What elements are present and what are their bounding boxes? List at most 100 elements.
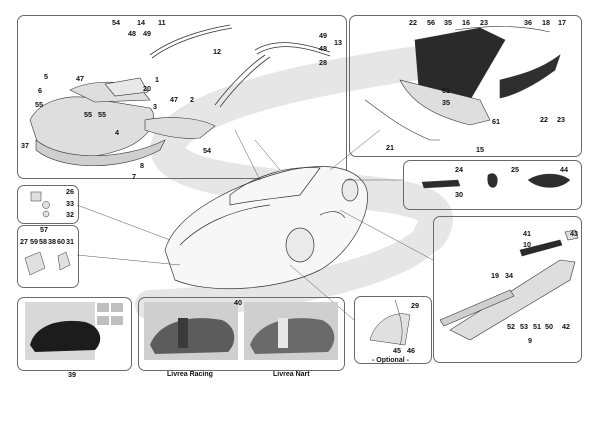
callout-badge-44: 44 — [560, 165, 568, 174]
photo-racing-stripe — [178, 318, 188, 348]
callout-front-6a: 6 — [38, 86, 42, 95]
car-body-outline — [164, 166, 368, 290]
callout-rear-21: 21 — [386, 143, 394, 152]
callout-front-47b: 47 — [170, 95, 178, 104]
panel-optional — [354, 296, 432, 364]
panel-sill — [433, 216, 582, 363]
callout-rear-16: 16 — [462, 18, 470, 27]
panel-front-upper-parts — [17, 15, 347, 179]
callout-optional-29: 29 — [411, 301, 419, 310]
optional-hood-panel — [369, 313, 411, 346]
callout-badge-30: 30 — [455, 190, 463, 199]
callout-clips-31: 31 — [66, 237, 74, 246]
callout-sill-10: 10 — [523, 240, 531, 249]
callout-front-11: 11 — [158, 18, 166, 27]
front-rear-undertray-drawing — [144, 117, 216, 139]
callout-photo-40: 40 — [234, 298, 242, 307]
clip-assembly-drawing — [24, 251, 46, 276]
callout-front-3: 3 — [153, 102, 157, 111]
callout-optional-45: 45 — [393, 346, 401, 355]
car-hood-line — [179, 204, 271, 246]
callout-rear-22a: 22 — [409, 18, 417, 27]
callout-optional-46: 46 — [407, 346, 415, 355]
car-front-wheel — [285, 227, 315, 263]
callout-small-33: 33 — [66, 199, 74, 208]
callout-front-2: 2 — [190, 95, 194, 104]
prancing-horse-badge — [487, 173, 498, 188]
front-lower-splitter-drawing — [35, 139, 166, 167]
callout-front-8: 8 — [140, 161, 144, 170]
front-center-duct-drawing — [104, 77, 149, 97]
callout-front-48: 48 — [128, 29, 136, 38]
photo-black-car — [25, 302, 123, 360]
a-pillar-trim-left — [214, 54, 266, 106]
callout-rear-23a: 23 — [480, 18, 488, 27]
callout-rear-61a: 61 — [442, 86, 450, 95]
callout-front-54a: 54 — [112, 18, 120, 27]
rear-cover-strip — [454, 26, 551, 33]
panel-clips — [17, 225, 79, 288]
small-grommet-drawing — [42, 210, 50, 218]
callout-rear-36: 36 — [524, 18, 532, 27]
car-central-drawing — [164, 166, 368, 290]
car-side-intake — [319, 211, 346, 219]
sill-assembly — [439, 229, 579, 341]
panel-small-parts — [17, 185, 79, 224]
sill-corner-piece — [564, 229, 579, 241]
leader-line-1 — [234, 129, 261, 181]
caption-livrea-racing: Livrea Racing — [167, 371, 213, 378]
speciale-logo-badge — [527, 173, 571, 188]
callout-front-47a: 47 — [76, 74, 84, 83]
car-windshield — [229, 167, 321, 206]
windscreen-trim-top — [149, 24, 231, 56]
callout-clips-58: 58 — [39, 237, 47, 246]
photo-nart-stripe — [278, 318, 288, 348]
rear-side-trim-drawing — [499, 54, 561, 99]
callout-small-26: 26 — [66, 187, 74, 196]
callout-badge-24: 24 — [455, 165, 463, 174]
callout-front-20: 20 — [143, 84, 151, 93]
callout-front-12: 12 — [213, 47, 221, 56]
callout-rear-17: 17 — [558, 18, 566, 27]
photo-black-thumb-1 — [97, 303, 109, 312]
caption-optional: - Optional - — [372, 357, 409, 364]
callout-sill-41: 41 — [523, 229, 531, 238]
photo-racing-car-body — [150, 318, 235, 354]
callout-rear-35a: 35 — [444, 18, 452, 27]
callout-sill-42: 42 — [562, 322, 570, 331]
panel-rear-upper-parts — [349, 15, 582, 157]
callout-front-55c: 55 — [98, 110, 106, 119]
leader-lines — [76, 129, 434, 321]
photo-nart-car-body — [250, 318, 335, 354]
callout-front-1: 1 — [155, 75, 159, 84]
callout-clips-59: 59 — [30, 237, 38, 246]
rear-script-badge — [421, 179, 461, 189]
callout-sill-34: 34 — [505, 271, 513, 280]
callout-sill-51: 51 — [533, 322, 541, 331]
callout-front-7: 7 — [132, 172, 136, 181]
callout-clips-60: 60 — [57, 237, 65, 246]
callout-rear-56: 56 — [427, 18, 435, 27]
callout-rear-23b: 23 — [557, 115, 565, 124]
callout-front-37: 37 — [21, 141, 29, 150]
side-sill-drawing — [449, 259, 576, 341]
small-washer-drawing — [42, 201, 50, 209]
callout-front-49: 49 — [143, 29, 151, 38]
a-pillar-trim-left-inner — [219, 56, 271, 108]
leader-line-6 — [76, 254, 181, 266]
roof-trim-right — [254, 42, 331, 53]
photo-black-thumb-3 — [97, 316, 109, 325]
car-rear-wheel — [341, 178, 359, 202]
leader-line-2 — [254, 139, 281, 171]
photo-black-car-body — [30, 320, 101, 352]
panel-badges — [403, 160, 582, 210]
photo-livrea-racing — [144, 302, 238, 360]
callout-front-54b: 54 — [203, 146, 211, 155]
callout-front-48b: 48 — [319, 44, 327, 53]
rear-upper-assembly — [364, 26, 561, 141]
windscreen-trim-top-inner — [151, 27, 233, 59]
callout-sill-9: 9 — [528, 336, 532, 345]
